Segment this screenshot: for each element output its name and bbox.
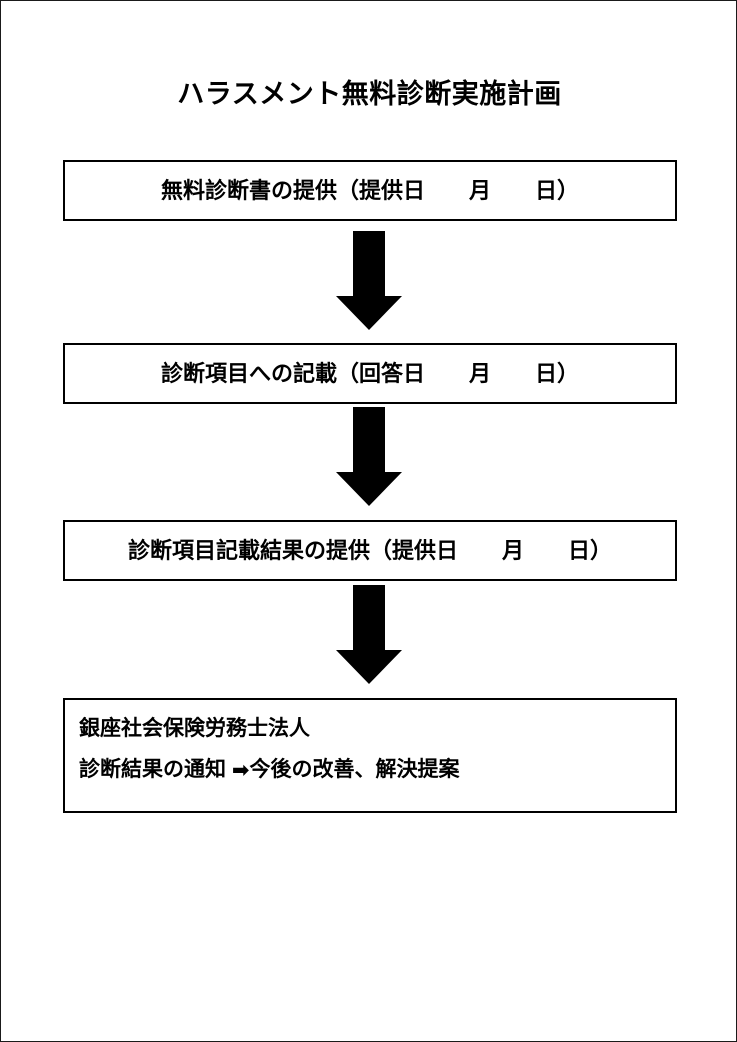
flow-final-line-2-after: 今後の改善、解決提案 (249, 758, 460, 781)
down-arrow-shape (336, 231, 402, 330)
down-arrow-icon (336, 231, 402, 330)
flow-step-label-1: 無料診断書の提供（提供日 月 日） (160, 177, 579, 203)
down-arrow-icon (336, 407, 402, 506)
flow-final-line-2-before: 診断結果の通知 (79, 758, 232, 781)
flow-final-box: 銀座社会保険労務士法人 診断結果の通知 ➡今後の改善、解決提案 (63, 698, 677, 813)
down-arrow-shape (336, 407, 402, 506)
flow-step-box-1: 無料診断書の提供（提供日 月 日） (63, 160, 677, 221)
down-arrow-icon (336, 585, 402, 684)
flow-step-box-2: 診断項目への記載（回答日 月 日） (63, 343, 677, 404)
page-title: ハラスメント無料診断実施計画 (177, 79, 562, 109)
flow-final-line-1: 銀座社会保険労務士法人 (79, 717, 310, 740)
right-arrow-icon: ➡ (231, 759, 250, 782)
flow-step-label-3: 診断項目記載結果の提供（提供日 月 日） (127, 537, 612, 563)
flow-step-label-2: 診断項目への記載（回答日 月 日） (160, 360, 579, 386)
flow-final-line-2: 診断結果の通知 ➡今後の改善、解決提案 (79, 758, 675, 782)
flow-step-box-3: 診断項目記載結果の提供（提供日 月 日） (63, 520, 677, 581)
down-arrow-shape (336, 585, 402, 684)
